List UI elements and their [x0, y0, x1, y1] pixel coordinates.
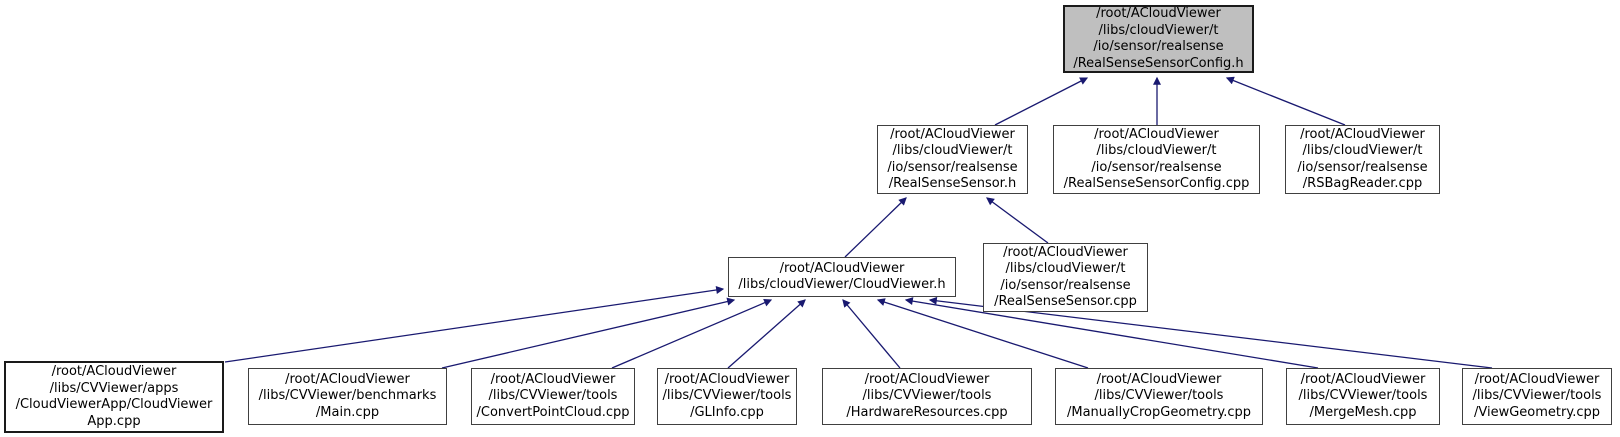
- node-label-line: /libs/CVViewer/benchmarks: [258, 388, 437, 404]
- node-label-line: /libs/cloudViewer/t: [1302, 143, 1423, 158]
- node-label-line: /RealSenseSensorConfig.cpp: [1063, 176, 1250, 191]
- node-hardware-resources-cpp[interactable]: /root/ACloudViewer /libs/CVViewer/tools …: [822, 368, 1032, 425]
- node-label-line: /io/sensor/realsense: [1297, 159, 1428, 175]
- node-glinfo-cpp[interactable]: /root/ACloudViewer /libs/CVViewer/tools …: [657, 368, 797, 425]
- node-label-line: /libs/CVViewer/tools: [862, 388, 992, 404]
- node-label-line: /root/ACloudViewer: [1096, 371, 1222, 387]
- node-label-line: /libs/cloudViewer/t: [892, 143, 1013, 158]
- edge-mergemesh-cpp-to-cloudviewer-h: [904, 297, 1319, 369]
- edge-realsensesensor-cpp-to-realsensesensor-h: [986, 197, 1049, 244]
- node-label-line: /Main.cpp: [315, 404, 380, 420]
- node-label-line: /root/ACloudViewer: [779, 260, 905, 276]
- edge-hardwareresources-cpp-to-cloudviewer-h: [842, 299, 901, 369]
- edge-rsbagreader-cpp-to-realsensesensorconfig-h: [1225, 76, 1346, 126]
- node-label-line: /libs/CVViewer/tools: [1472, 388, 1602, 404]
- node-realsense-sensor-h[interactable]: /root/ACloudViewer /libs/cloudViewer/t /…: [877, 125, 1028, 194]
- node-label-line: /io/sensor/realsense: [887, 159, 1018, 175]
- node-label-line: /GLInfo.cpp: [690, 404, 764, 420]
- node-label-line: /libs/cloudViewer/t: [1098, 22, 1219, 38]
- edge-convertpointcloud-cpp-to-cloudviewer-h: [611, 298, 773, 369]
- node-label-line: /libs/CVViewer/apps: [49, 380, 179, 396]
- node-view-geometry-cpp[interactable]: /root/ACloudViewer /libs/CVViewer/tools …: [1462, 368, 1612, 425]
- node-label-line: /root/ACloudViewer: [1003, 244, 1128, 260]
- node-label-line: /CloudViewerApp/CloudViewer: [15, 397, 213, 412]
- node-label-line: /RealSenseSensor.h: [888, 176, 1017, 191]
- node-label-line: /root/ACloudViewer: [890, 126, 1015, 142]
- node-label-line: /root/ACloudViewer: [1096, 6, 1221, 21]
- edge-manuallycropgeometry-cpp-to-cloudviewer-h: [876, 298, 1089, 369]
- node-realsense-sensor-config-h[interactable]: /root/ACloudViewer /libs/cloudViewer/t /…: [1063, 5, 1254, 73]
- node-merge-mesh-cpp[interactable]: /root/ACloudViewer /libs/CVViewer/tools …: [1286, 368, 1440, 425]
- node-label-line: /io/sensor/realsense: [1000, 277, 1131, 293]
- node-realsense-sensor-config-cpp[interactable]: /root/ACloudViewer /libs/cloudViewer/t /…: [1053, 125, 1260, 194]
- node-label-line: App.cpp: [87, 413, 141, 429]
- node-label-line: /io/sensor/realsense: [1093, 39, 1224, 54]
- node-label-line: /HardwareResources.cpp: [846, 404, 1008, 420]
- edge-main-cpp-to-cloudviewer-h: [441, 297, 736, 369]
- node-label-line: /libs/cloudViewer/CloudViewer.h: [738, 277, 946, 292]
- node-label-line: /ConvertPointCloud.cpp: [476, 404, 630, 420]
- node-cloudviewer-app-cpp[interactable]: /root/ACloudViewer /libs/CVViewer/apps /…: [4, 361, 224, 433]
- node-label-line: /io/sensor/realsense: [1091, 159, 1222, 175]
- node-label-line: /libs/CVViewer/tools: [1094, 388, 1224, 404]
- edge-glinfo-cpp-to-cloudviewer-h: [727, 299, 806, 369]
- node-label-line: /RealSenseSensorConfig.h: [1073, 55, 1244, 71]
- node-label-line: /root/ACloudViewer: [490, 371, 616, 387]
- node-label-line: /RealSenseSensor.cpp: [994, 294, 1137, 309]
- edge-cloudviewer-h-to-realsensesensor-h: [844, 197, 907, 258]
- node-rsbag-reader-cpp[interactable]: /root/ACloudViewer /libs/cloudViewer/t /…: [1285, 125, 1440, 194]
- node-label-line: /root/ACloudViewer: [664, 371, 790, 387]
- edge-cloudviewerapp-cpp-to-cloudviewer-h: [224, 286, 725, 363]
- node-label-line: /libs/CVViewer/tools: [488, 388, 618, 404]
- node-label-line: /root/ACloudViewer: [285, 371, 410, 387]
- node-label-line: /libs/CVViewer/tools: [662, 388, 792, 404]
- node-cloudviewer-h[interactable]: /root/ACloudViewer /libs/cloudViewer/Clo…: [728, 257, 956, 297]
- node-label-line: /root/ACloudViewer: [1300, 126, 1425, 142]
- node-convert-point-cloud-cpp[interactable]: /root/ACloudViewer /libs/CVViewer/tools …: [471, 368, 635, 425]
- node-label-line: /root/ACloudViewer: [864, 371, 990, 387]
- node-label-line: /RSBagReader.cpp: [1302, 176, 1423, 191]
- node-label-line: /libs/cloudViewer/t: [1005, 261, 1126, 276]
- node-main-cpp[interactable]: /root/ACloudViewer /libs/CVViewer/benchm…: [248, 368, 447, 425]
- node-label-line: /libs/CVViewer/tools: [1298, 388, 1428, 404]
- node-label-line: /root/ACloudViewer: [1300, 371, 1426, 387]
- node-label-line: /ManuallyCropGeometry.cpp: [1066, 404, 1252, 420]
- node-label-line: /root/ACloudViewer: [1094, 126, 1219, 142]
- node-realsense-sensor-cpp[interactable]: /root/ACloudViewer /libs/cloudViewer/t /…: [983, 243, 1148, 312]
- node-label-line: /root/ACloudViewer: [51, 364, 177, 379]
- node-label-line: /root/ACloudViewer: [1474, 371, 1600, 387]
- node-label-line: /MergeMesh.cpp: [1309, 404, 1417, 420]
- node-manually-crop-geometry-cpp[interactable]: /root/ACloudViewer /libs/CVViewer/tools …: [1055, 368, 1263, 425]
- node-label-line: /libs/cloudViewer/t: [1096, 143, 1217, 158]
- edge-realsensesensor-h-to-realsensesensorconfig-h: [994, 77, 1089, 126]
- node-label-line: /ViewGeometry.cpp: [1474, 404, 1600, 420]
